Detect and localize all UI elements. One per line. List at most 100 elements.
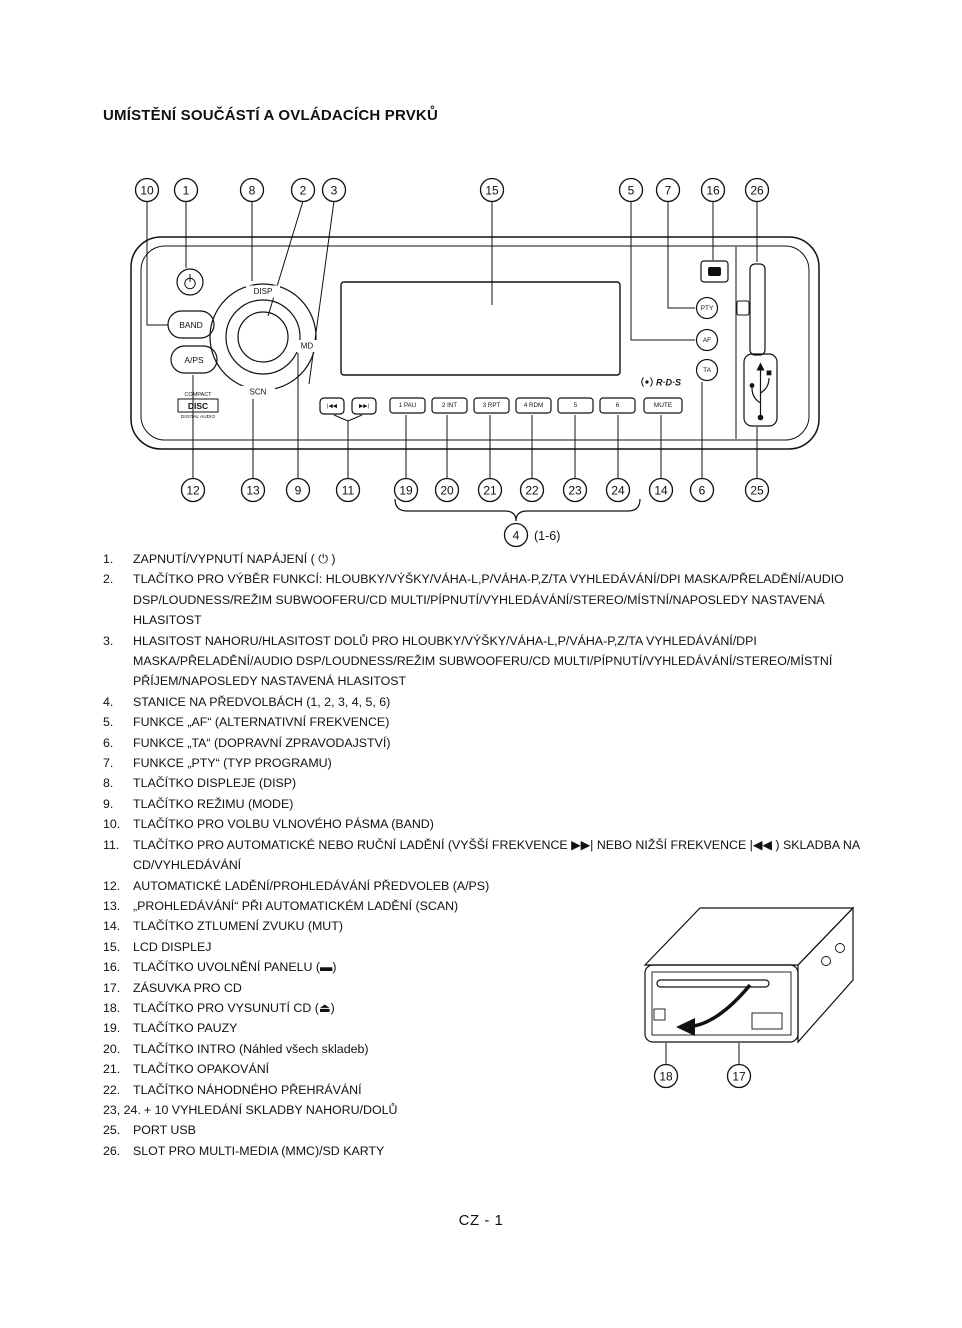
preset-button-5: 5 (557, 397, 594, 414)
item-text: TLAČÍTKO INTRO (Náhled všech skladeb) (133, 1041, 369, 1056)
callout-number: 4 (513, 529, 520, 543)
pty-button: PTY (695, 296, 719, 320)
leader-lines-bottom (192, 353, 758, 478)
rds-logo: R·D·S (641, 377, 681, 388)
callout-number: 1 (183, 184, 190, 198)
item-text: PORT USB (133, 1123, 196, 1138)
list-item: 13.„PROHLEDÁVÁNÍ“ PŘI AUTOMATICKÉM LADĚN… (103, 896, 865, 916)
item-number: 26. (103, 1143, 121, 1158)
item-number: 1. (103, 552, 114, 566)
item-number: 3. (103, 633, 114, 648)
callout-number: 18 (659, 1070, 673, 1084)
svg-text:6: 6 (616, 402, 620, 409)
item-number: 25. (103, 1123, 121, 1138)
item-number: 17. (103, 980, 121, 995)
list-item: 3. HLASITOST NAHORU/HLASITOST DOLŮ PRO HL… (103, 631, 865, 692)
svg-text:AF: AF (703, 337, 711, 344)
callout-number: 10 (140, 184, 154, 198)
connector-block (751, 1012, 783, 1030)
item-number: 7. (103, 756, 114, 771)
callout-number: 23 (568, 484, 582, 498)
item-number: 22. (103, 1082, 121, 1097)
svg-text:3 RPT: 3 RPT (483, 402, 501, 409)
list-item: 25. PORT USB (103, 1120, 865, 1140)
callout-number: 8 (249, 184, 256, 198)
callout-number: 17 (732, 1070, 746, 1084)
cd-slot-diagram: 18 17 (643, 906, 855, 1089)
callout-number: 21 (483, 484, 497, 498)
item-text: SLOT PRO MULTI-MEDIA (MMC)/SD KARTY (133, 1143, 385, 1158)
svg-text:DISC: DISC (188, 401, 208, 411)
legend-list: 1.ZAPNUTÍ/VYPNUTÍ NAPÁJENÍ ( ⏻ ) 2.TLAČÍ… (103, 549, 865, 1161)
list-item: 21. TLAČÍTKO OPAKOVÁNÍ (103, 1059, 865, 1079)
item-text: TLAČÍTKO DISPLEJE (DISP) (133, 776, 297, 791)
item-number: 14. (103, 919, 121, 934)
mute-button: MUTE (643, 397, 683, 414)
item-text: TLAČÍTKO PRO VÝBĚR FUNKCÍ: HLOUBKY/VÝŠKY… (133, 572, 844, 628)
item-number: 19. (103, 1021, 121, 1036)
item-text: STANICE NA PŘEDVOLBÁCH (1, 2, 3, 4, 5, 6… (133, 694, 391, 709)
chassis-top-face (643, 907, 855, 966)
aps-button: A/PS (170, 345, 218, 374)
callout-number: 9 (295, 484, 302, 498)
chassis-right-face (797, 906, 854, 1044)
list-item: 11.TLAČÍTKO PRO AUTOMATICKÉ NEBO RUČNÍ L… (103, 835, 865, 876)
list-item: 22. TLAČÍTKO NÁHODNÉHO PŘEHRÁVÁNÍ (103, 1080, 865, 1100)
release-icon (708, 267, 721, 276)
item-text: HLASITOST NAHORU/HLASITOST DOLŮ PRO HLOU… (133, 633, 833, 689)
item-text: TLAČÍTKO UVOLNĚNÍ PANELU (▬) (133, 960, 337, 975)
item-text: TLAČÍTKO PRO VYSUNUTÍ CD (⏏) (133, 1000, 335, 1015)
callout-number: 26 (750, 184, 764, 198)
af-button: AF (695, 328, 719, 352)
item-number: 23, 24. (103, 1102, 141, 1117)
list-item: 26. SLOT PRO MULTI-MEDIA (MMC)/SD KARTY (103, 1141, 865, 1161)
item-number: 20. (103, 1041, 121, 1056)
item-text: TLAČÍTKO NÁHODNÉHO PŘEHRÁVÁNÍ (133, 1082, 362, 1097)
callout-number: 20 (440, 484, 454, 498)
list-item: 2.TLAČÍTKO PRO VÝBĚR FUNKCÍ: HLOUBKY/VÝŠ… (103, 569, 865, 630)
item-number: 16. (103, 960, 121, 975)
chassis-drawing (643, 906, 855, 1089)
callout-number: 3 (331, 184, 338, 198)
list-item: 8.TLAČÍTKO DISPLEJE (DISP) (103, 773, 865, 793)
sub-leader-lines (665, 1043, 740, 1064)
top-callouts: 10 1 8 2 3 15 5 7 16 26 (134, 177, 770, 203)
front-inner-frame (651, 971, 792, 1036)
item-number: 21. (103, 1062, 121, 1077)
list-item: 9.TLAČÍTKO REŽIMU (MODE) (103, 794, 865, 814)
item-number: 11. (103, 837, 120, 852)
band-label: BAND (179, 320, 203, 330)
preset-group-brace: 4 (1-6) (394, 498, 641, 548)
front-panel-diagram: BAND A/PS DISP MD SCN (130, 177, 820, 548)
item-text: + 10 VYHLEDÁNÍ SKLADBY NAHORU/DOLŮ (143, 1102, 398, 1117)
item-text: ZÁSUVKA PRO CD (133, 980, 242, 995)
callout-number: 16 (706, 184, 720, 198)
page-number: CZ - 1 (458, 1212, 504, 1229)
callout-number: 12 (186, 484, 200, 498)
item-text: FUNKCE „TA“ (DOPRAVNÍ ZPRAVODAJSTVÍ) (133, 735, 391, 750)
list-item: 16. TLAČÍTKO UVOLNĚNÍ PANELU (▬) (103, 957, 865, 977)
aps-label: A/PS (184, 355, 204, 365)
callout-number: 11 (342, 484, 355, 498)
list-item: 23, 24.+ 10 VYHLEDÁNÍ SKLADBY NAHORU/DOL… (103, 1100, 865, 1120)
bottom-callouts: 12 13 9 11 19 20 21 22 23 24 14 6 25 (180, 477, 770, 503)
eject-button (653, 1008, 666, 1021)
list-item: 5.FUNKCE „AF“ (ALTERNATIVNÍ FREKVENCE) (103, 712, 865, 732)
item-number: 12. (103, 878, 121, 893)
mmc-card-icon (736, 300, 750, 316)
seek-down-icon: |◀◀ (327, 404, 338, 410)
callout-number: 24 (611, 484, 625, 498)
svg-text:1 PAU: 1 PAU (399, 402, 416, 409)
item-text: TLAČÍTKO OPAKOVÁNÍ (133, 1062, 270, 1077)
callout-number: 5 (628, 184, 635, 198)
item-text: AUTOMATICKÉ LADĚNÍ/PROHLEDÁVÁNÍ PŘEDVOLE… (133, 878, 490, 893)
item-text: „PROHLEDÁVÁNÍ“ PŘI AUTOMATICKÉM LADĚNÍ (… (133, 898, 459, 913)
list-item: 4.STANICE NA PŘEDVOLBÁCH (1, 2, 3, 4, 5,… (103, 692, 865, 712)
preset-button-6: 6 (599, 397, 636, 414)
stereo-faceplate: BAND A/PS DISP MD SCN (130, 236, 820, 450)
preset-button-1: 1 PAU (389, 397, 426, 414)
side-screw (821, 956, 831, 966)
side-screw (835, 943, 845, 953)
svg-text:R·D·S: R·D·S (656, 378, 681, 388)
